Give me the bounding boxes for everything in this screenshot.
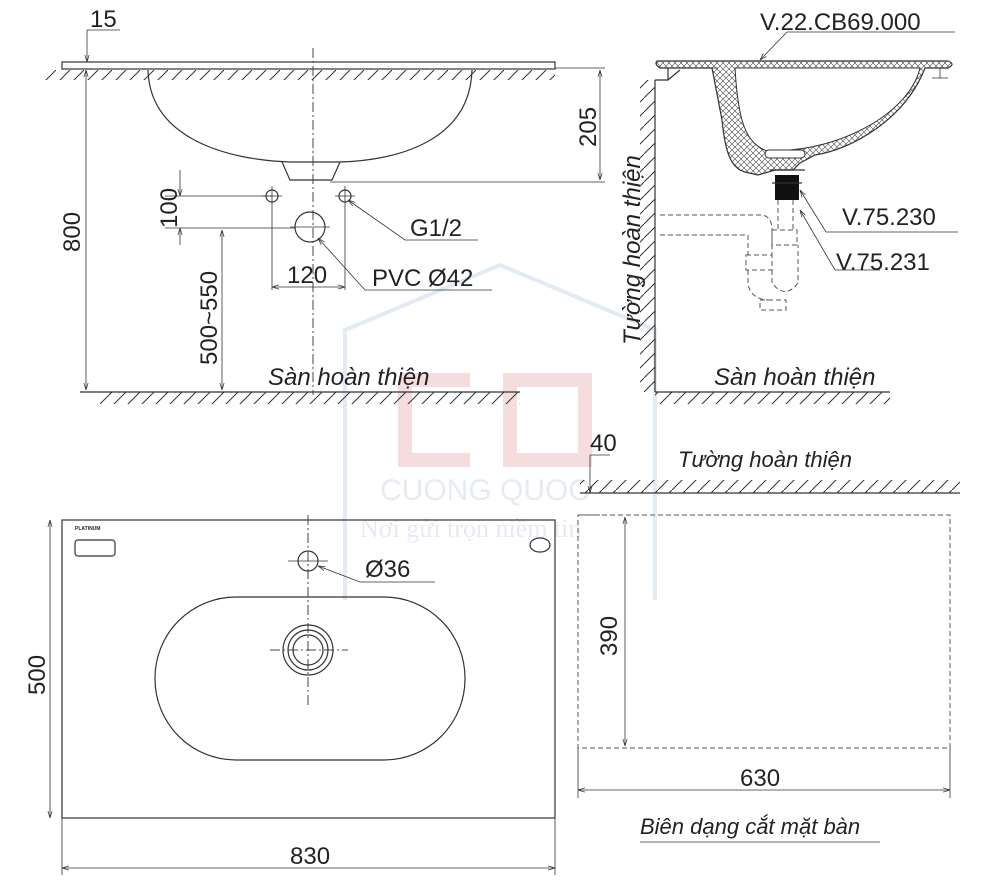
wall-label: Tường hoàn thiện: [619, 155, 646, 345]
watermark-slogan: Nơi gửi trọn niềm tin: [360, 514, 581, 543]
label-drain: PVC Ø42: [372, 265, 473, 292]
overflow-icon: [529, 537, 551, 553]
elevation-view: 15 205 800 100 500~550 120 G1/2 PVC Ø42 …: [45, 6, 605, 404]
dim-depth: 390: [596, 616, 623, 656]
floor-hatch: [100, 392, 520, 404]
plan-view: PLATINUM Ø36 500 830: [24, 515, 556, 875]
floor-label: Sàn hoàn thiện: [714, 364, 875, 391]
label-model-code: V.22.CB69.000: [760, 9, 921, 36]
basin-bowl: [147, 69, 473, 163]
wall-label: Tường hoàn thiện: [678, 447, 852, 472]
drain-icon: [282, 624, 334, 676]
cutout-outline: [577, 514, 951, 749]
dim-top-thickness: 15: [90, 6, 117, 33]
dim-drain-height: 500~550: [196, 271, 223, 365]
tap-hole-icon: [297, 550, 319, 572]
wall-hatch: [580, 480, 960, 493]
brand-plate: [74, 539, 116, 557]
dim-depth: 500: [24, 655, 51, 695]
drain-outlet: [281, 161, 341, 181]
dim-supply-offset: 100: [156, 188, 183, 228]
dim-bowl-depth: 205: [575, 107, 602, 147]
counter-hatch: [45, 70, 555, 80]
dim-wall-offset: 40: [590, 430, 617, 457]
dim-width: 630: [740, 765, 780, 792]
label-supply: G1/2: [410, 215, 462, 242]
cutout-view: Tường hoàn thiện 40 390 630 Biên dạng cắ…: [577, 430, 960, 843]
dim-height: 800: [59, 212, 86, 252]
wall-hatch: [640, 80, 655, 392]
floor-label: Sàn hoàn thiện: [268, 364, 429, 391]
label-tap-hole: Ø36: [365, 556, 410, 583]
dim-width: 830: [290, 843, 330, 870]
dim-supply-spacing: 120: [287, 262, 327, 289]
label-part-trap: V.75.231: [836, 249, 930, 276]
watermark-brand: CUONG QUOC: [380, 474, 590, 507]
brand-mark: PLATINUM: [75, 526, 100, 532]
drain-valve-icon: [775, 175, 799, 200]
section-view: Tường hoàn thiện Sàn hoàn thiện V.22.CB6…: [619, 9, 958, 404]
countertop: [61, 61, 556, 70]
label-part-drain: V.75.230: [842, 204, 936, 231]
bowl-outline: [154, 596, 466, 761]
cutout-caption: Biên dạng cắt mặt bàn: [640, 814, 860, 839]
floor-hatch: [655, 392, 890, 404]
